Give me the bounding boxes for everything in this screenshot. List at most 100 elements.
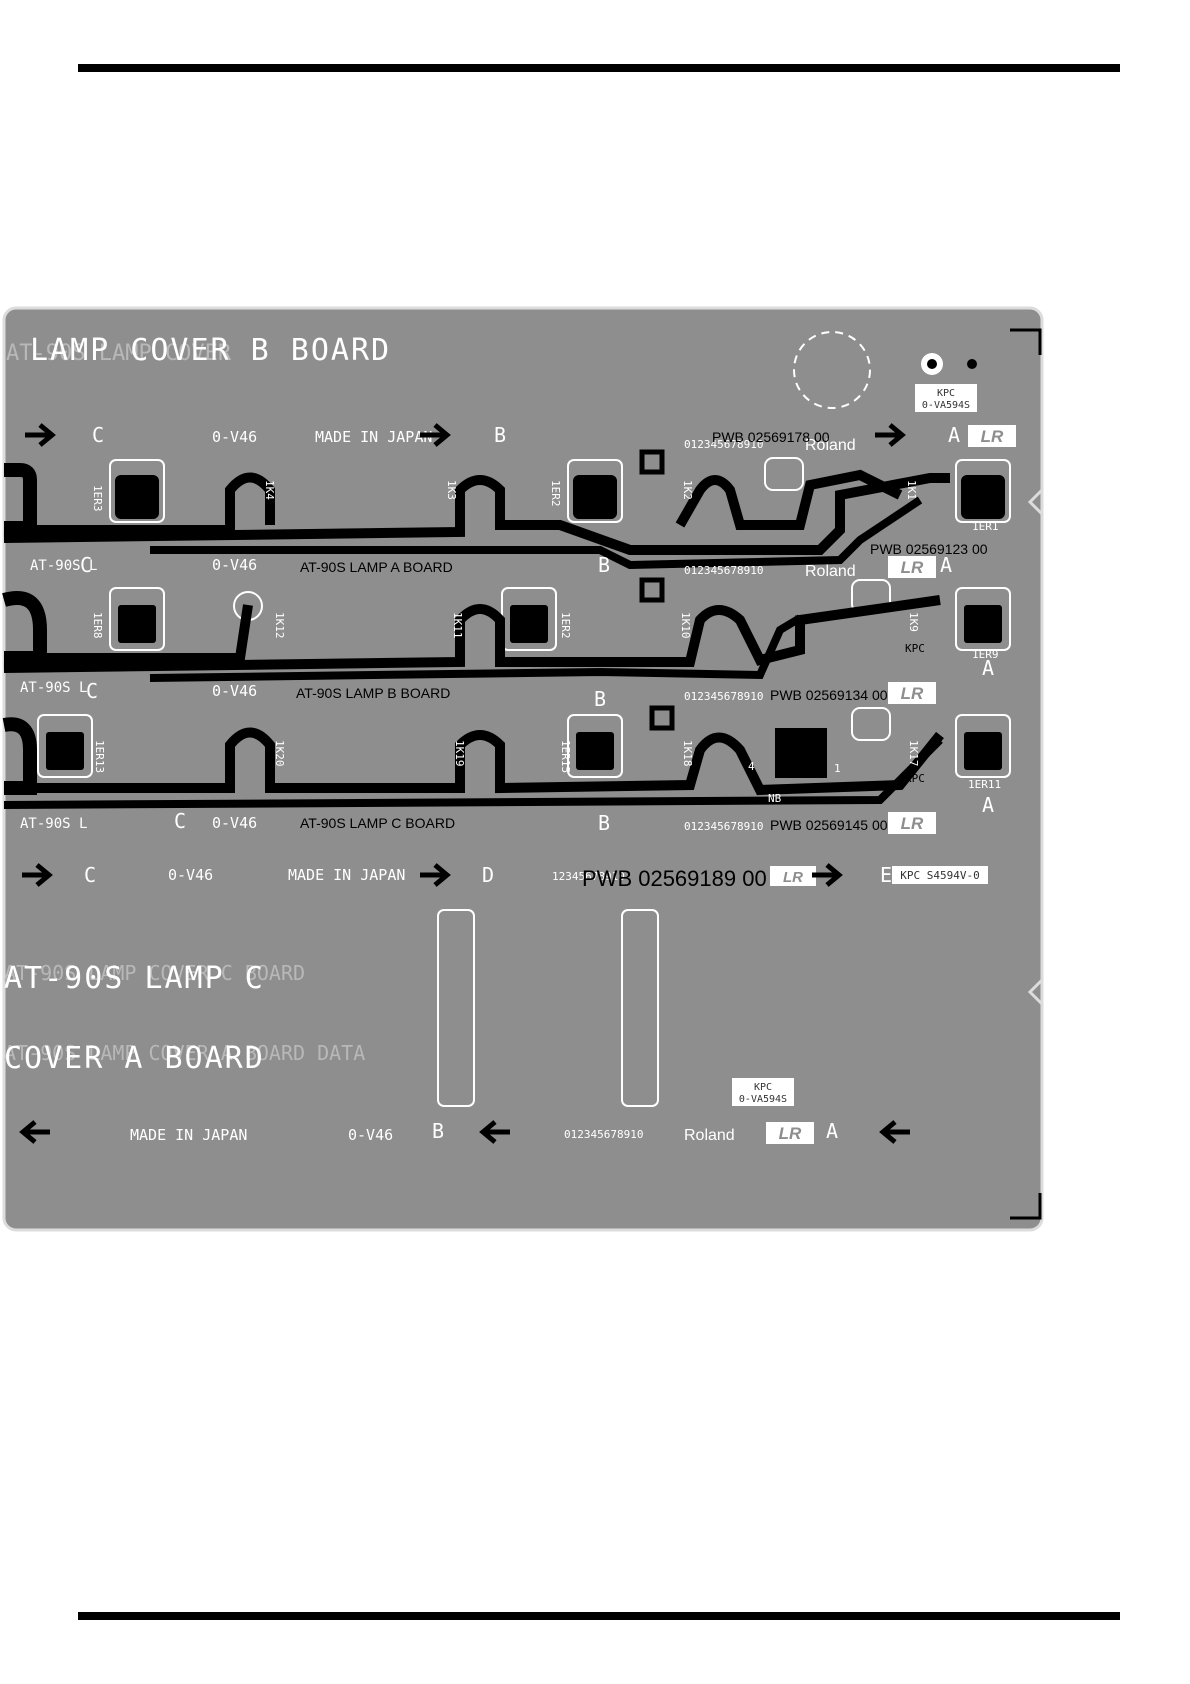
mirror-made-in-japan: MADE IN JAPAN bbox=[288, 866, 405, 884]
board-feature bbox=[46, 732, 84, 770]
row-3-trace bbox=[2, 717, 37, 795]
row-3-pwb: PWB 02569134 00 bbox=[770, 687, 888, 703]
kpc-label: KPC bbox=[754, 1082, 772, 1093]
button-pad bbox=[851, 707, 891, 741]
arrow-right-icon bbox=[22, 863, 53, 887]
pcb-board-diagram: AT-90S LAMP COVER LAMP COVER B BOARD KPC… bbox=[2, 306, 1044, 1232]
row-2-serial: 012345678910 bbox=[684, 564, 763, 577]
row-2-trace bbox=[149, 614, 803, 682]
silk-label: 1ER11 bbox=[968, 778, 1001, 791]
row-1-ok-code: 0-V46 bbox=[212, 428, 257, 446]
row-2-trace bbox=[30, 604, 253, 663]
corner-mark-top bbox=[1010, 328, 1042, 355]
row-3-model: AT-90S LAMP B BOARD bbox=[296, 685, 450, 701]
silk-label: 1ER8 bbox=[91, 612, 104, 639]
row-3-letter-a: A bbox=[982, 656, 994, 680]
fiducial-dot bbox=[967, 359, 977, 369]
board-feature bbox=[109, 587, 165, 651]
row-3-serial: 012345678910 bbox=[684, 690, 763, 703]
board-feature bbox=[567, 714, 623, 778]
kpc-label-box bbox=[732, 1078, 794, 1106]
bottom-ok-code: 0-V46 bbox=[348, 1126, 393, 1144]
row-2-ok-code: 0-V46 bbox=[212, 556, 257, 574]
edge-notch bbox=[1027, 978, 1044, 1006]
row-1-part-labels: 1ER3 1K4 1K3 1ER2 1K2 1K1 1ER1 bbox=[91, 480, 999, 533]
row-1-letter-c: C bbox=[92, 423, 104, 447]
lower-title-mirror-ghost: AT-90S LAMP COVER C BOARD bbox=[4, 961, 305, 985]
board-feature bbox=[118, 605, 156, 643]
row-3-pin-labels: 4 1 NB bbox=[748, 760, 841, 805]
silk-label: 1ER2 bbox=[559, 612, 572, 639]
silk-label: 1K3 bbox=[445, 480, 458, 500]
kpc-code: 0-VA594S bbox=[922, 400, 970, 411]
silk-label: 1K9 bbox=[907, 612, 920, 632]
row-1-serial: 012345678910 bbox=[684, 438, 763, 451]
row-2-model: AT-90S LAMP A BOARD bbox=[300, 559, 453, 575]
row-1-made-in-japan: MADE IN JAPAN bbox=[315, 428, 432, 446]
silk-label: 1 bbox=[834, 762, 841, 775]
row-1-brand: Roland bbox=[805, 437, 856, 454]
silk-label: 1K10 bbox=[679, 612, 692, 639]
connector-clip bbox=[649, 705, 675, 731]
board-feature bbox=[510, 605, 548, 643]
mirror-serial: 12345678910 bbox=[552, 870, 625, 883]
silk-label: 1ER15 bbox=[559, 740, 572, 773]
board-feature bbox=[955, 459, 1011, 523]
row-4-serial: 012345678910 bbox=[684, 820, 763, 833]
row-1-letter-b: B bbox=[494, 423, 506, 447]
lr-logo: LR bbox=[981, 427, 1004, 446]
arrow-right-icon bbox=[812, 863, 843, 887]
fiducial-mark bbox=[927, 359, 937, 369]
lower-title: COVER A BOARD bbox=[4, 1041, 265, 1076]
arrow-right-icon bbox=[875, 423, 906, 447]
mirror-letter-c: C bbox=[84, 863, 96, 887]
bottom-brand: Roland bbox=[684, 1127, 735, 1144]
mounting-slot bbox=[621, 909, 659, 1107]
header-rule bbox=[78, 64, 1120, 72]
row-4-silk: AT-90S L C 0-V46 AT-90S LAMP C BOARD B 0… bbox=[20, 793, 994, 835]
row-3-letter-b: B bbox=[594, 687, 606, 711]
lr-logo-box bbox=[766, 1122, 814, 1144]
board-title-ghost: AT-90S LAMP COVER bbox=[6, 341, 232, 366]
arrow-right-icon bbox=[420, 863, 451, 887]
row-1-trace bbox=[675, 469, 903, 530]
silk-label: 1K11 bbox=[451, 612, 464, 639]
row-1-pads bbox=[115, 475, 1005, 519]
row-2-letter-a: A bbox=[940, 553, 952, 577]
board-feature bbox=[37, 714, 93, 778]
edge-notch bbox=[1027, 488, 1044, 516]
row-2-part-labels: 1ER8 1K12 1K11 1ER2 1K10 1K9 1ER9 KPC bbox=[91, 612, 999, 661]
row-3-trace bbox=[3, 737, 943, 809]
kpc-label-box bbox=[915, 384, 977, 412]
lr-logo: LR bbox=[901, 558, 924, 577]
board-feature bbox=[955, 714, 1011, 778]
board-feature bbox=[961, 475, 1005, 519]
mounting-hole bbox=[793, 331, 871, 409]
row-4-letter-b: B bbox=[598, 811, 610, 835]
bottom-made-in-japan: MADE IN JAPAN bbox=[130, 1126, 247, 1144]
row-3-pad-frames bbox=[37, 714, 1011, 778]
row-2-pads bbox=[118, 605, 1002, 643]
row-4-model: AT-90S LAMP C BOARD bbox=[300, 815, 455, 831]
board-feature bbox=[964, 605, 1002, 643]
row-1-trace bbox=[4, 463, 37, 535]
mirror-pwb: PWB 02569189 00 bbox=[582, 866, 767, 891]
row-4-letter-c: C bbox=[174, 809, 186, 833]
silk-label: 1K19 bbox=[453, 740, 466, 767]
board-feature bbox=[567, 459, 623, 523]
bottom-serial: 012345678910 bbox=[564, 1128, 643, 1141]
silk-label: 1K20 bbox=[273, 740, 286, 767]
board-substrate bbox=[2, 306, 1044, 1232]
arrow-left-icon bbox=[19, 1120, 50, 1144]
bottom-letter-b: B bbox=[432, 1119, 444, 1143]
silk-label: 1ER2 bbox=[549, 480, 562, 507]
mirror-letter-e: E bbox=[880, 863, 892, 887]
row-2-trace bbox=[3, 595, 941, 673]
silk-label: NB bbox=[768, 792, 782, 805]
board-feature bbox=[955, 587, 1011, 651]
lr-logo-box bbox=[968, 425, 1016, 447]
footer-rule bbox=[78, 1612, 1120, 1620]
silk-label: KPC bbox=[905, 772, 925, 785]
silk-label: 1K4 bbox=[263, 480, 276, 500]
silk-label: 1ER13 bbox=[93, 740, 106, 773]
